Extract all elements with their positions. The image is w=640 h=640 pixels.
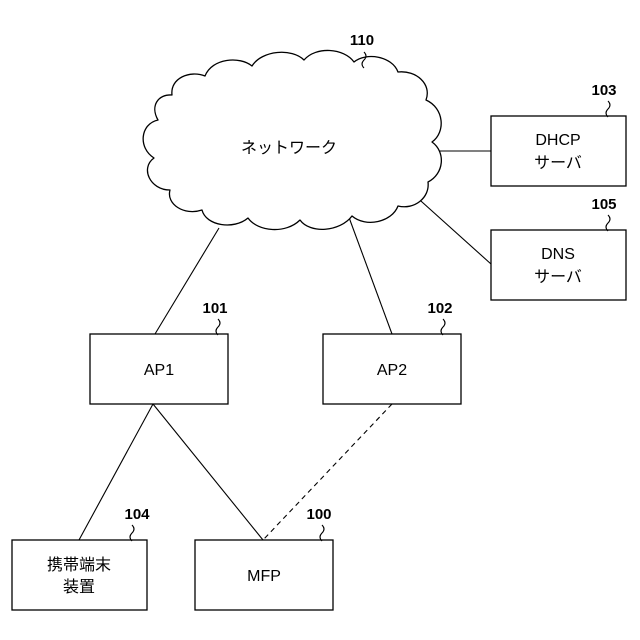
ref-leader-ap1 [216,319,220,335]
mobile-device-label-line2: 装置 [63,578,95,596]
mfp-label: MFP [247,568,281,585]
link-network-ap1 [155,228,219,334]
dns-server-label-line2: サーバ [534,269,582,286]
dns-server-label-line1: DNS [541,246,575,263]
mobile-device-box [12,540,147,610]
ref-number-mobile: 104 [124,506,150,523]
ref-number-mfp: 100 [306,506,331,523]
ref-number-ap2: 102 [427,300,452,317]
ref-leader-mfp [320,525,324,541]
ref-number-dhcp: 103 [591,82,616,99]
ap2-label: AP2 [377,362,407,379]
ref-leader-mobile [130,525,134,541]
dhcp-server-box [491,116,626,186]
ref-number-dns: 105 [591,196,616,213]
mobile-device-label-line1: 携帯端末 [47,556,111,574]
ap1-label: AP1 [144,362,174,379]
ref-leader-dhcp [606,101,610,117]
ref-number-ap1: 101 [202,300,227,317]
ref-number-network: 110 [350,32,374,49]
link-ap1-mfp [153,404,263,540]
dns-server-box [491,230,626,300]
link-network-ap2 [347,212,392,334]
ref-leader-ap2 [441,319,445,335]
dhcp-server-label-line2: サーバ [534,155,582,172]
network-label: ネットワーク [241,139,337,157]
ref-leader-dns [606,215,610,231]
dhcp-server-label-line1: DHCP [535,132,580,149]
